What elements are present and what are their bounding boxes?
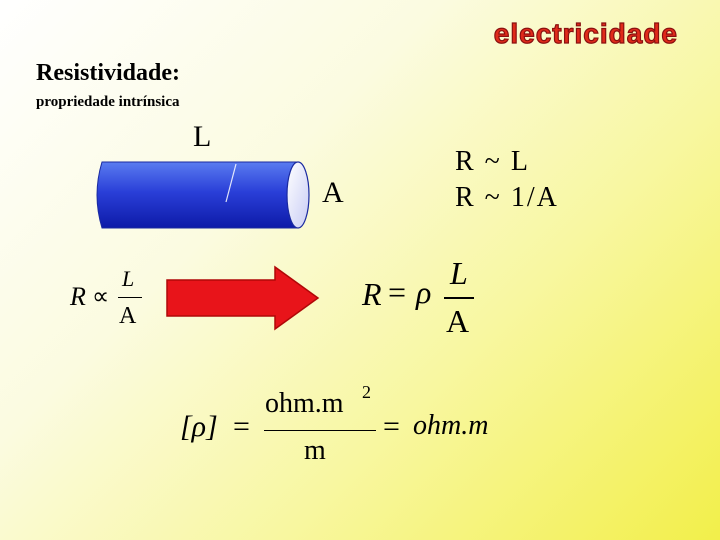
section-subtitle: propriedade intrínsica	[36, 94, 180, 110]
units-fraction-bar	[264, 430, 376, 431]
cylinder-illustration	[96, 161, 310, 229]
formula-rho: ρ	[416, 274, 432, 310]
units-denominator: m	[304, 435, 326, 466]
area-label: A	[322, 176, 344, 209]
proportional-denominator: A	[119, 303, 137, 329]
formula-equals: =	[388, 274, 407, 310]
proportional-symbol: ∝	[92, 284, 110, 310]
proportional-lhs: R	[70, 282, 86, 311]
units-exponent: 2	[362, 382, 371, 402]
section-title: Resistividade:	[36, 60, 180, 86]
units-equals-1: =	[233, 410, 250, 443]
formula-numerator: L	[450, 255, 468, 291]
proportional-numerator: L	[122, 266, 135, 291]
arrow-icon	[166, 265, 320, 331]
units-result: ohm.m	[413, 410, 489, 441]
units-lhs: [ρ]	[180, 410, 218, 443]
length-label: L	[193, 120, 212, 153]
units-numerator: ohm.m	[265, 388, 344, 419]
formula-denominator: A	[446, 303, 470, 339]
units-equals-2: =	[383, 410, 400, 443]
proportional-fraction-bar	[118, 297, 142, 298]
formula-fraction-bar	[444, 297, 474, 299]
relation-length: R ~ L	[455, 146, 530, 177]
brand-title: electricidade	[493, 17, 678, 49]
relation-area: R ~ 1/A	[455, 182, 559, 213]
formula-lhs: R	[362, 276, 382, 312]
